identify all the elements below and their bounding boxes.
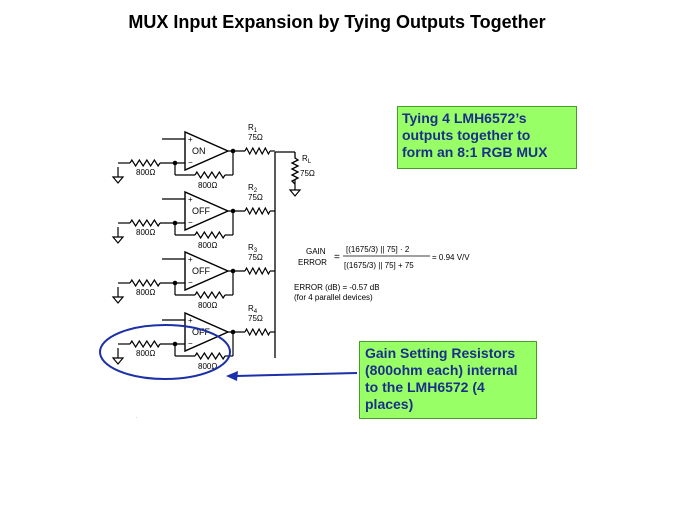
- callout-mux-line: Tying 4 LMH6572’s: [402, 110, 527, 126]
- load-label: RL: [302, 154, 312, 165]
- series-resistor: [244, 146, 271, 156]
- minus-sign: −: [188, 158, 193, 167]
- series-resistor: [244, 266, 271, 276]
- arrow-head: [226, 371, 238, 381]
- input-resistor: [129, 278, 161, 288]
- junction-dot: [230, 208, 236, 214]
- eq-result: = 0.94 V/V: [432, 253, 470, 262]
- feedback-resistor: [194, 230, 226, 240]
- amp-state-label: OFF: [192, 266, 210, 276]
- series-resistor: [244, 206, 271, 216]
- eq-numerator: [(1675/3) || 75] · 2: [346, 245, 410, 254]
- minus-sign: −: [188, 339, 193, 348]
- feedback-resistor: [194, 290, 226, 300]
- input-resistor-value: 800Ω: [136, 168, 155, 177]
- feedback-resistor-value: 800Ω: [198, 181, 217, 190]
- eq-error-db: ERROR (dB) = -0.57 dB: [294, 283, 380, 292]
- callout-gain-line: places): [365, 396, 414, 412]
- eq-denominator: [(1675/3) || 75] + 75: [344, 261, 414, 270]
- series-resistor-value: 75Ω: [248, 133, 263, 142]
- callout-gain-line: (800ohm each) internal: [365, 362, 518, 378]
- load-resistor: [290, 152, 300, 185]
- feedback-resistor-value: 800Ω: [198, 362, 217, 371]
- input-resistor-value: 800Ω: [136, 228, 155, 237]
- junction-dot: [230, 329, 236, 335]
- feedback-resistor-value: 800Ω: [198, 301, 217, 310]
- page-title: MUX Input Expansion by Tying Outputs Tog…: [128, 12, 546, 32]
- dot-mark: .: [136, 414, 137, 419]
- input-resistor-value: 800Ω: [136, 288, 155, 297]
- input-resistor: [129, 339, 161, 349]
- highlight-ellipse: [99, 324, 231, 380]
- eq-error-note: (for 4 parallel devices): [294, 293, 373, 302]
- op-amp-symbol: [184, 250, 230, 292]
- junction-dot: [230, 268, 236, 274]
- op-amp-symbol: [184, 190, 230, 232]
- callout-gain-line: Gain Setting Resistors: [365, 345, 516, 361]
- series-resistor: [244, 327, 271, 337]
- callout-mux: Tying 4 LMH6572’s outputs together to fo…: [397, 106, 577, 169]
- callout-gain-resistors: Gain Setting Resistors (800ohm each) int…: [359, 341, 537, 419]
- input-resistor: [129, 158, 161, 168]
- eq-equals: =: [334, 252, 340, 263]
- input-resistor: [129, 218, 161, 228]
- load-value: 75Ω: [300, 169, 315, 178]
- series-resistor-value: 75Ω: [248, 314, 263, 323]
- minus-sign: −: [188, 278, 193, 287]
- feedback-resistor-value: 800Ω: [198, 241, 217, 250]
- amp-state-label: OFF: [192, 327, 210, 337]
- feedback-resistor: [194, 170, 226, 180]
- series-resistor-label: R2: [248, 183, 258, 194]
- plus-sign: +: [188, 195, 193, 204]
- series-resistor-label: R3: [248, 243, 258, 254]
- amp-state-label: ON: [192, 146, 206, 156]
- eq-gain-label: GAIN: [306, 247, 326, 256]
- input-resistor-value: 800Ω: [136, 349, 155, 358]
- series-resistor-value: 75Ω: [248, 193, 263, 202]
- series-resistor-value: 75Ω: [248, 253, 263, 262]
- callout-mux-line: form an 8:1 RGB MUX: [402, 144, 548, 160]
- plus-sign: +: [188, 316, 193, 325]
- feedback-resistor: [194, 351, 226, 361]
- callout-mux-line: outputs together to: [402, 127, 531, 143]
- plus-sign: +: [188, 135, 193, 144]
- callout-gain-line: to the LMH6572 (4: [365, 379, 485, 395]
- amp-state-label: OFF: [192, 206, 210, 216]
- plus-sign: +: [188, 255, 193, 264]
- series-resistor-label: R1: [248, 123, 258, 134]
- load-ground-symbol: [288, 180, 302, 197]
- series-resistor-label: R4: [248, 304, 258, 315]
- op-amp-symbol: [184, 130, 230, 172]
- eq-error-label: ERROR: [298, 258, 327, 267]
- junction-dot: [230, 148, 236, 154]
- callout-arrow: [235, 372, 358, 377]
- minus-sign: −: [188, 218, 193, 227]
